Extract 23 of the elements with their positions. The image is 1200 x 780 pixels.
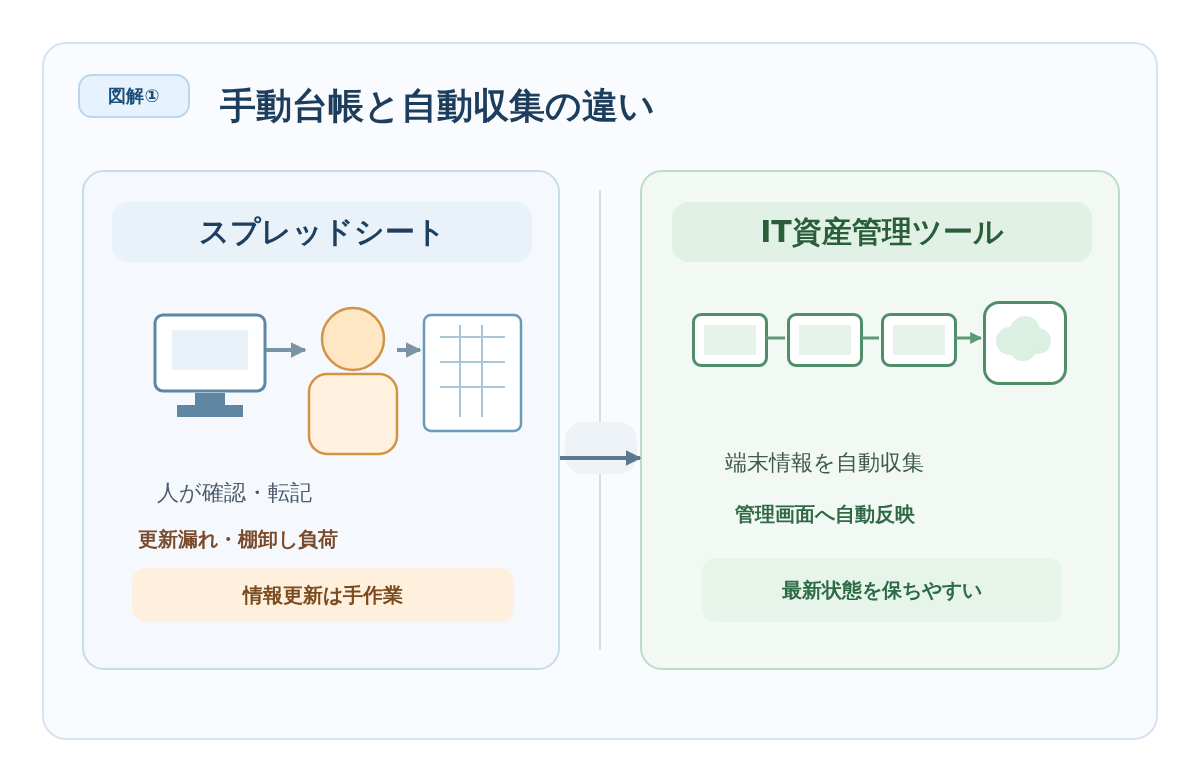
- panel-heading: スプレッドシート: [112, 202, 532, 262]
- arrow: [397, 342, 422, 358]
- monitor-icon: [152, 312, 268, 418]
- panel: [82, 170, 560, 670]
- device-box: [881, 313, 957, 367]
- arrow: [955, 332, 983, 344]
- spreadsheet-icon: [422, 313, 523, 433]
- cloud-box: [983, 301, 1067, 385]
- title: 手動台帳と自動収集の違い: [220, 84, 655, 128]
- device-box: [692, 313, 768, 367]
- caption-text: 管理画面へ自動反映: [735, 501, 915, 528]
- device-box: [787, 313, 863, 367]
- caption-text: 人が確認・転記: [157, 479, 312, 507]
- panel: [640, 170, 1120, 670]
- arrow: [560, 450, 642, 466]
- caption-text: 端末情報を自動収集: [725, 449, 924, 477]
- person-icon: [307, 306, 399, 456]
- caption-text: 更新漏れ・棚卸し負荷: [138, 526, 338, 553]
- summary-band: 最新状態を保ちやすい: [702, 558, 1062, 622]
- badge: 図解①: [78, 74, 190, 118]
- summary-band: 情報更新は手作業: [132, 568, 514, 622]
- arrow: [266, 342, 307, 358]
- panel-heading: IT資産管理ツール: [672, 202, 1092, 262]
